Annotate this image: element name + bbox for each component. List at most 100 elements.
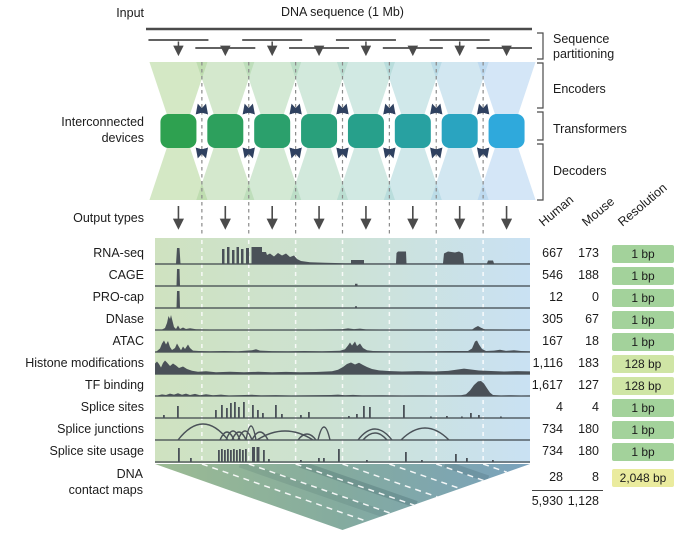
human-count: 1,617	[531, 378, 563, 392]
transformer-device	[441, 114, 478, 148]
resolution-badge: 1 bp	[612, 267, 674, 285]
device-link-arrow-top	[289, 103, 302, 115]
human-count: 667	[542, 246, 563, 260]
contact-human-count: 28	[549, 470, 563, 484]
encoders-label: Encoders	[553, 82, 606, 96]
mouse-count: 4	[592, 400, 599, 414]
contact-map-streak	[298, 464, 418, 508]
human-count: 12	[549, 290, 563, 304]
mouse-count: 183	[578, 356, 599, 370]
section-bracket	[537, 111, 544, 141]
section-bracket	[537, 62, 544, 109]
mouse-count: 127	[578, 378, 599, 392]
transformer-device	[160, 114, 197, 148]
totals-divider	[532, 490, 603, 491]
device-link-arrow-bottom	[336, 147, 349, 159]
tf_binding-signal	[155, 381, 530, 396]
interconnected-line1: Interconnected	[61, 115, 144, 129]
device-link-arrow-bottom	[383, 147, 396, 159]
contact-map-dashed	[201, 464, 369, 523]
contact-resolution-badge: 2,048 bp	[612, 469, 674, 487]
contact-map-dashed	[482, 464, 508, 473]
human-count: 305	[542, 312, 563, 326]
mouse-count: 180	[578, 444, 599, 458]
contact-mouse-count: 8	[592, 470, 599, 484]
track-label: Splice junctions	[57, 422, 144, 436]
resolution-badge: 128 bp	[612, 377, 674, 395]
splice-sites-signal	[163, 402, 502, 418]
sequence-partitioning-diagram	[146, 27, 532, 57]
track-label: Splice site usage	[49, 444, 144, 458]
contact-map-dashed	[248, 464, 392, 515]
resolution-badge: 1 bp	[612, 443, 674, 461]
contact-map-streak	[443, 464, 490, 483]
contact-maps-line2: contact maps	[68, 483, 143, 497]
device-link-arrow-bottom	[430, 147, 443, 159]
atac-signal	[155, 340, 530, 352]
output-arrows	[172, 206, 513, 230]
splice-site-usage-signal	[178, 447, 494, 462]
contact-map-streak	[238, 464, 389, 519]
transformer-device	[347, 114, 384, 148]
device-link-arrow-top	[383, 103, 396, 115]
decoders-label: Decoders	[553, 164, 607, 178]
contact-maps-line1: DNA	[116, 467, 143, 481]
contact-map-dashed	[436, 464, 484, 482]
transformer-device	[488, 114, 525, 148]
input-label: Input	[116, 6, 144, 20]
total-human-count: 5,930	[531, 494, 563, 508]
section-brackets	[537, 32, 544, 201]
mouse-count: 188	[578, 268, 599, 282]
resolution-badge: 1 bp	[612, 289, 674, 307]
resolution-badge: 1 bp	[612, 421, 674, 439]
track-label: CAGE	[108, 268, 144, 282]
mouse-count: 173	[578, 246, 599, 260]
device-link-arrow-top	[242, 103, 255, 115]
mouse-count: 18	[585, 334, 599, 348]
track-label: PRO-cap	[92, 290, 144, 304]
device-link-arrow-bottom	[195, 147, 209, 159]
rna_seq-signal	[155, 247, 530, 264]
output-types-label: Output types	[73, 211, 144, 225]
track-label: TF binding	[84, 378, 144, 392]
device-link-arrow-bottom	[476, 147, 490, 159]
track-label: DNase	[105, 312, 144, 326]
resolution-badge: 1 bp	[612, 311, 674, 329]
transformer-device	[394, 114, 431, 148]
track-label: Histone modifications	[25, 356, 144, 370]
device-link-arrow-top	[195, 103, 209, 115]
human-count: 546	[542, 268, 563, 282]
seq-part-line1: Sequence	[553, 32, 610, 46]
mouse-count: 0	[592, 290, 599, 304]
contact-map-dashed	[389, 464, 461, 490]
human-count: 1,116	[532, 356, 563, 370]
figure-title: DNA sequence (1 Mb)	[281, 5, 404, 19]
transformer-devices	[160, 103, 525, 159]
section-bracket	[537, 143, 544, 201]
contact-map-dashed	[342, 464, 438, 498]
human-count: 734	[542, 444, 563, 458]
track-label: Splice sites	[80, 400, 144, 414]
resolution-badge: 1 bp	[612, 333, 674, 351]
interconnected-devices-label: Interconnected devices	[61, 114, 144, 146]
mouse-count: 67	[585, 312, 599, 326]
splice-junctions-signal	[177, 423, 450, 441]
interconnected-line2: devices	[101, 131, 144, 145]
human-count: 167	[542, 334, 563, 348]
device-link-arrow-bottom	[289, 147, 302, 159]
resolution-badge: 128 bp	[612, 355, 674, 373]
human-count: 4	[556, 400, 563, 414]
track-label: RNA-seq	[93, 246, 144, 260]
contact-map-triangle	[155, 464, 530, 530]
device-link-arrow-top	[476, 103, 490, 115]
contact-map-texture	[201, 464, 508, 523]
seq-part-line2: partitioning	[553, 47, 615, 61]
resolution-badge: 1 bp	[612, 245, 674, 263]
transformers-label: Transformers	[553, 122, 627, 136]
human-count: 734	[542, 422, 563, 436]
contact-maps-label: DNA contact maps	[69, 466, 143, 498]
transformer-device	[207, 114, 244, 148]
device-link-arrow-bottom	[242, 147, 255, 159]
